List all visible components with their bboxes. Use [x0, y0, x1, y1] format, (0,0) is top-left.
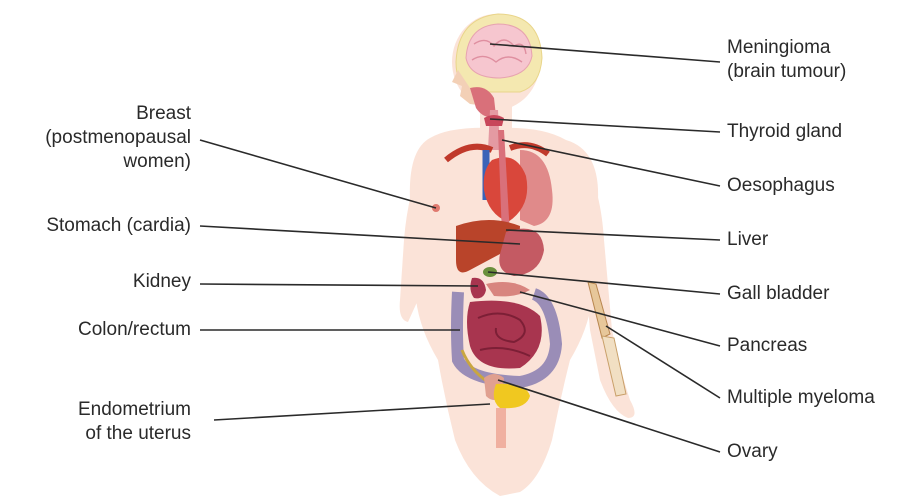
label-pancreas-line1: Pancreas	[727, 334, 807, 358]
label-endometrium-line2: of the uterus	[78, 422, 191, 446]
label-endometrium: Endometrium of the uterus	[78, 398, 191, 446]
label-meningioma-line2: (brain tumour)	[727, 60, 846, 84]
label-breast-line3: women)	[45, 150, 191, 174]
urethra	[496, 408, 506, 448]
label-thyroid-line1: Thyroid gland	[727, 120, 842, 144]
label-meningioma: Meningioma (brain tumour)	[727, 36, 846, 84]
leader-breast	[200, 140, 436, 208]
label-stomach-line1: Stomach (cardia)	[46, 214, 191, 238]
label-pancreas: Pancreas	[727, 334, 807, 358]
label-multiple-myeloma-line1: Multiple myeloma	[727, 386, 875, 410]
label-liver: Liver	[727, 228, 768, 252]
label-ovary: Ovary	[727, 440, 778, 464]
label-breast-line2: (postmenopausal	[45, 126, 191, 150]
label-oesophagus-line1: Oesophagus	[727, 174, 835, 198]
label-kidney: Kidney	[133, 270, 191, 294]
thyroid	[484, 115, 504, 126]
label-kidney-line1: Kidney	[133, 270, 191, 294]
label-breast-line1: Breast	[45, 102, 191, 126]
label-liver-line1: Liver	[727, 228, 768, 252]
label-gall-bladder-line1: Gall bladder	[727, 282, 829, 306]
label-endometrium-line1: Endometrium	[78, 398, 191, 422]
brain	[466, 24, 532, 78]
label-thyroid: Thyroid gland	[727, 120, 842, 144]
label-stomach: Stomach (cardia)	[46, 214, 191, 238]
label-colon: Colon/rectum	[78, 318, 191, 342]
label-gall-bladder: Gall bladder	[727, 282, 829, 306]
small-intestine	[467, 301, 542, 369]
label-meningioma-line1: Meningioma	[727, 36, 846, 60]
label-oesophagus: Oesophagus	[727, 174, 835, 198]
label-ovary-line1: Ovary	[727, 440, 778, 464]
label-breast: Breast (postmenopausal women)	[45, 102, 191, 174]
label-colon-line1: Colon/rectum	[78, 318, 191, 342]
label-multiple-myeloma: Multiple myeloma	[727, 386, 875, 410]
